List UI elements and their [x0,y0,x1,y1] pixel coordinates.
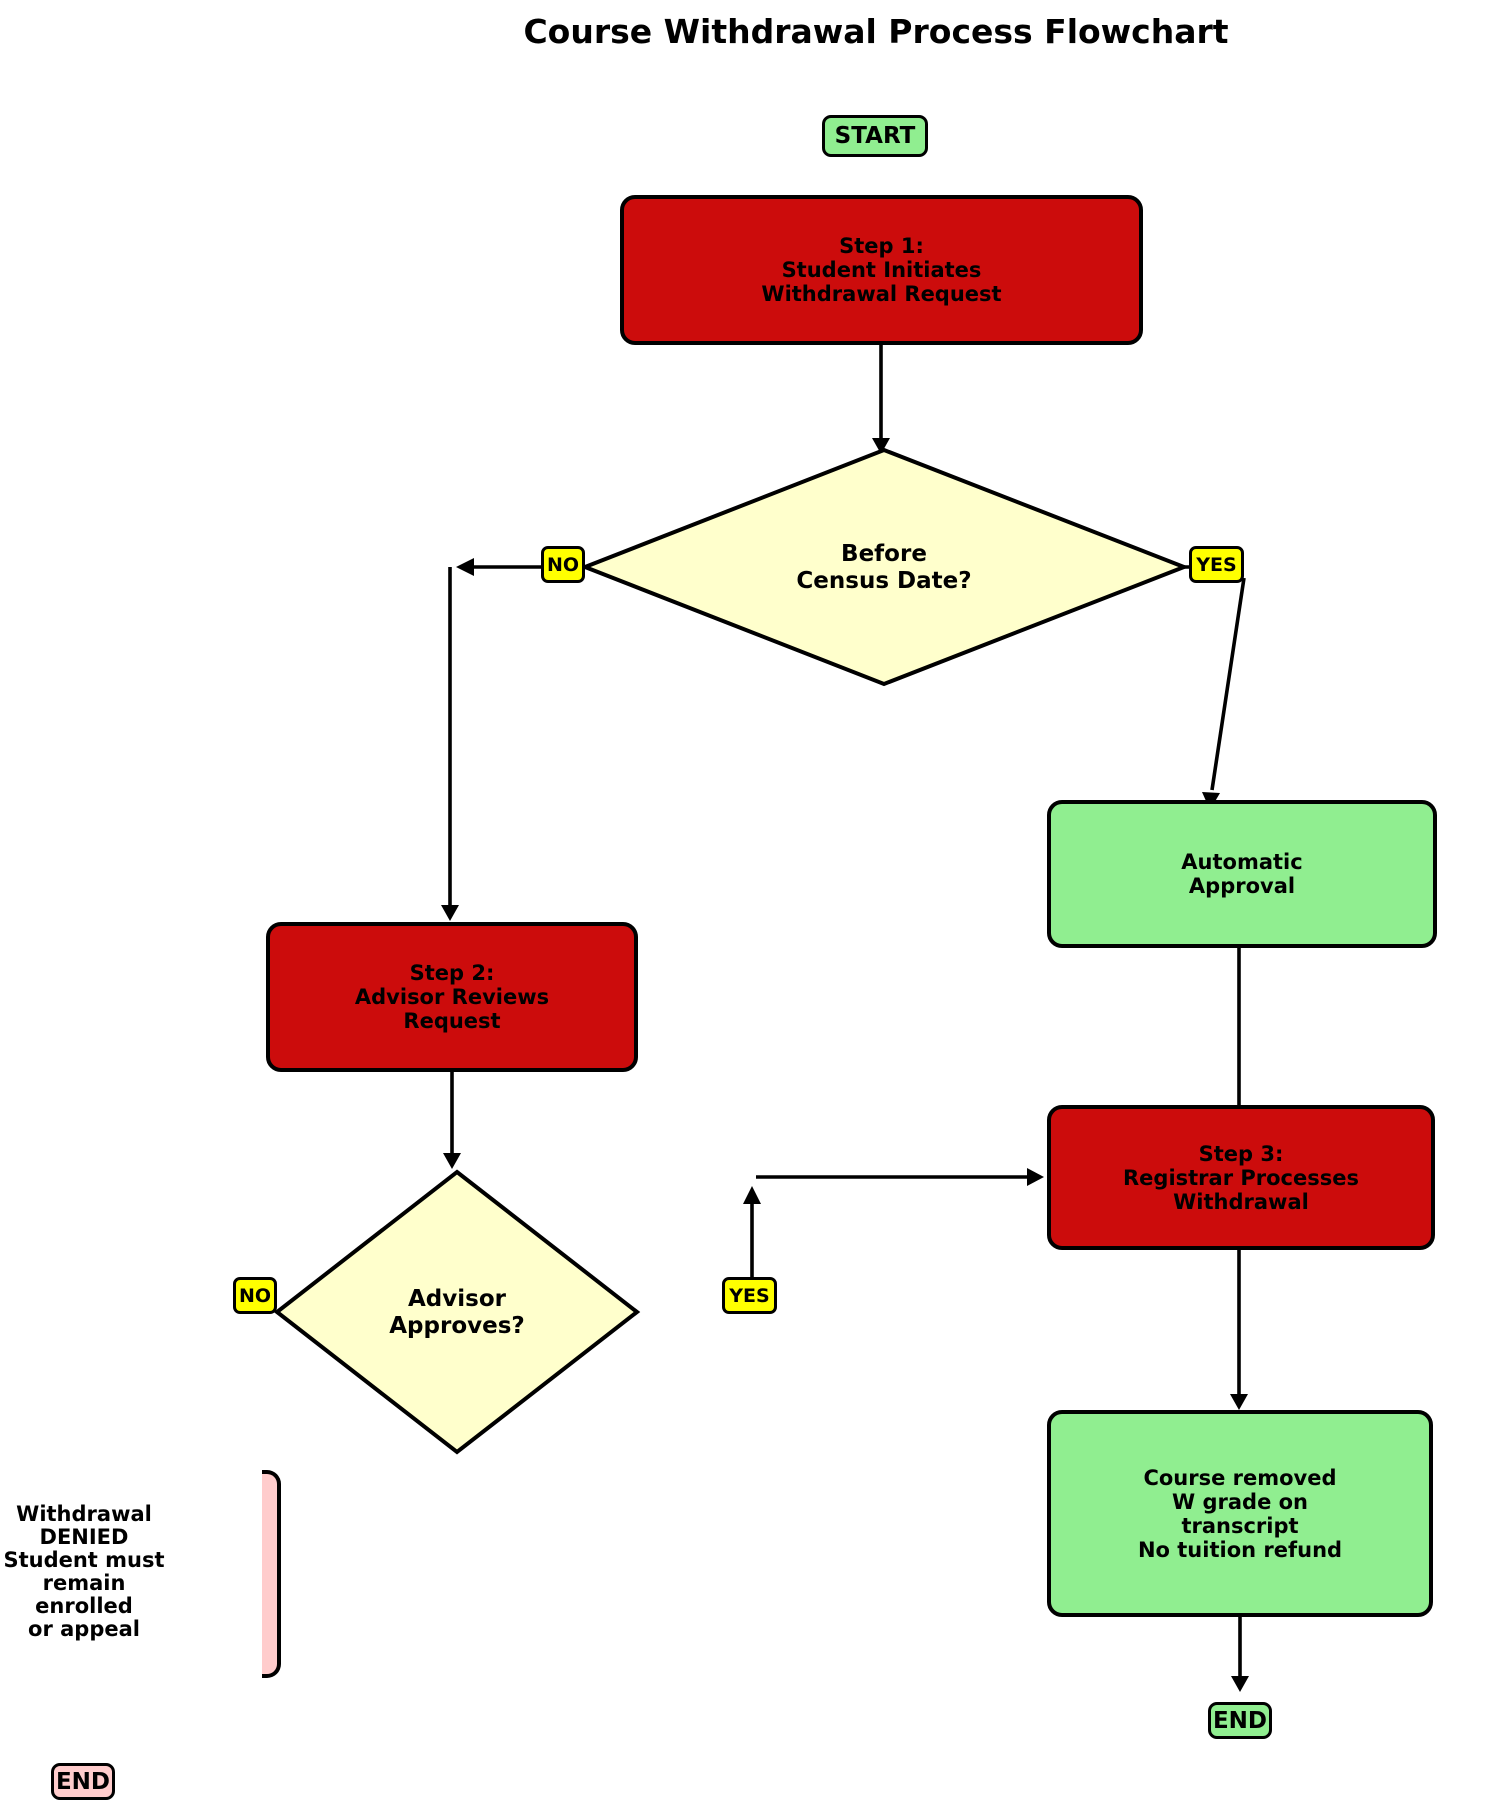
decision1-label: Before Census Date? [796,541,972,594]
automatic-approval-box: Automatic Approval [1047,800,1437,948]
arrowhead-up-1 [743,1186,761,1204]
step3-box: Step 3: Registrar Processes Withdrawal [1047,1105,1435,1250]
arrowhead-left-1 [456,558,474,576]
decision2-label: Advisor Approves? [389,1286,525,1339]
step2-box: Step 2: Advisor Reviews Request [266,922,638,1072]
end-approved-terminal: END [1208,1702,1272,1739]
decision1-diamond [579,447,1190,687]
outcome-denied-label: Withdrawal DENIED Student must remain en… [3,1502,165,1641]
page-title: Course Withdrawal Process Flowchart [523,12,1229,51]
start-terminal: START [822,115,928,157]
outcome-approved-box: Course removed W grade on transcript No … [1047,1410,1433,1617]
outcome-denied-box [262,1470,281,1678]
step1-box: Step 1: Student Initiates Withdrawal Req… [620,195,1143,345]
arrowhead-down-2 [441,905,459,921]
decision2-no-badge: NO [233,1277,277,1314]
arrowhead-down-4 [443,1153,461,1169]
arrowhead-down-6 [1231,1676,1249,1692]
decision2-diamond [273,1169,641,1455]
arrowhead-right-1 [1027,1168,1044,1186]
decision1-no-badge: NO [541,546,585,583]
decision1-yes-badge: YES [1189,546,1244,583]
arrowhead-down-5 [1230,1394,1248,1410]
arrowhead-down-1 [872,438,890,454]
arrow-yes-to-approval [1210,577,1246,791]
decision2-yes-badge: YES [722,1277,777,1314]
end-denied-terminal: END [51,1763,115,1800]
